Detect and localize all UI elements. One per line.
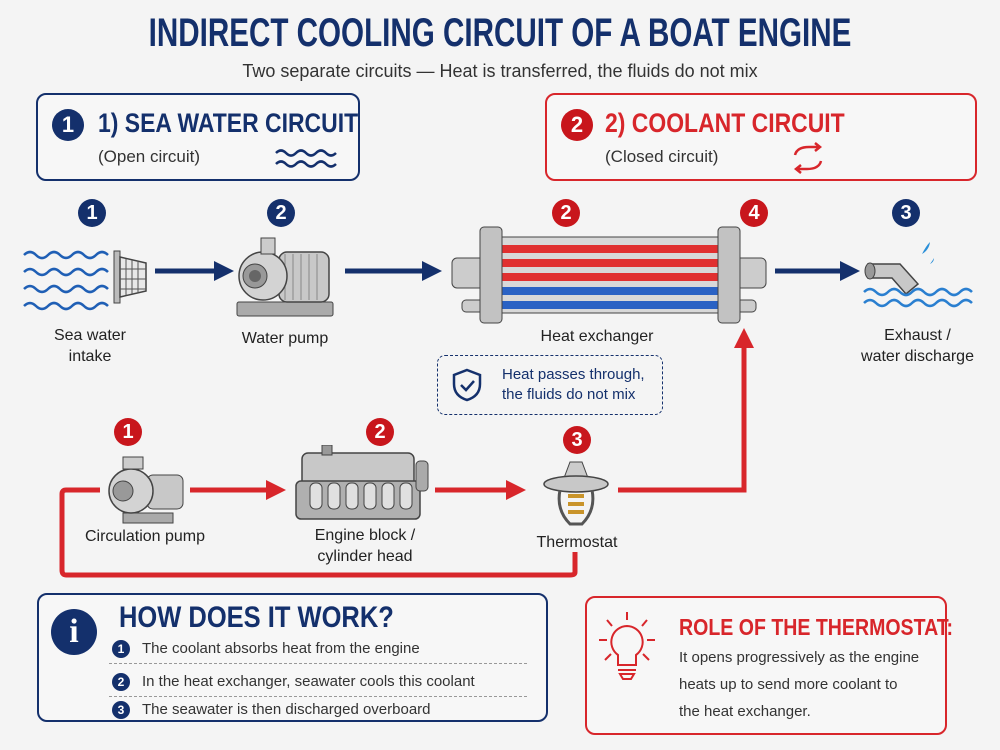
step-number: 1 xyxy=(112,640,130,658)
label-line: Sea water xyxy=(53,327,127,344)
circuit-heading: 2) COOLANT CIRCUIT xyxy=(605,108,845,138)
circulation-pump-icon xyxy=(108,456,184,524)
role-heading: ROLE OF THE THERMOSTAT: xyxy=(679,614,954,640)
thermostat-icon xyxy=(543,461,609,526)
note-text: Heat passes through, the fluids do not mi… xyxy=(502,365,645,405)
label-line: Engine block / xyxy=(314,527,416,544)
step-number: 2 xyxy=(112,673,130,691)
label-line: intake xyxy=(68,348,112,365)
step-badge: 1 xyxy=(114,418,142,446)
note-line: the fluids do not mix xyxy=(502,386,636,403)
how-step: The seawater is then discharged overboar… xyxy=(142,701,431,718)
thermostat-role-box: ROLE OF THE THERMOSTAT: It opens progres… xyxy=(585,596,953,735)
engine-block-label: Engine block / cylinder head xyxy=(295,525,435,567)
step-badge: 3 xyxy=(563,426,591,454)
water-pump-label: Water pump xyxy=(241,330,329,347)
page-subtitle: Two separate circuits — Heat is transfer… xyxy=(242,61,758,81)
exhaust-label: Exhaust / water discharge xyxy=(845,325,990,367)
label-line: water discharge xyxy=(861,348,974,365)
how-it-works-box: i HOW DOES IT WORK? 1 The coolant absorb… xyxy=(37,593,548,722)
page-title: INDIRECT COOLING CIRCUIT OF A BOAT ENGIN… xyxy=(148,11,852,55)
heat-exchanger-icon xyxy=(451,226,767,324)
engine-block-icon xyxy=(295,445,429,520)
coolant-return-line xyxy=(59,487,578,578)
label-line: Exhaust / xyxy=(884,327,951,344)
step-badge: 1 xyxy=(78,199,106,227)
step-badge: 2 xyxy=(267,199,295,227)
circuit-badge: 2 xyxy=(561,109,593,141)
how-step: The coolant absorbs heat from the engine xyxy=(142,640,420,657)
how-step: In the heat exchanger, seawater cools th… xyxy=(142,673,475,690)
role-line: heats up to send more coolant to xyxy=(679,676,898,693)
step-badge: 2 xyxy=(366,418,394,446)
circuit-subtitle: (Closed circuit) xyxy=(605,147,719,166)
circuit-heading: 1) SEA WATER CIRCUIT xyxy=(98,108,359,138)
step-number: 3 xyxy=(112,701,130,719)
divider xyxy=(109,696,527,697)
circulation-pump-label: Circulation pump xyxy=(84,528,206,545)
thermostat-label: Thermostat xyxy=(536,534,618,551)
note-box: Heat passes through, the fluids do not mi… xyxy=(437,355,663,415)
step-badge: 4 xyxy=(740,199,768,227)
step-badge: 2 xyxy=(552,199,580,227)
info-icon: i xyxy=(51,609,97,655)
coolant-circuit-box: 2 2) COOLANT CIRCUIT (Closed circuit) xyxy=(545,93,977,181)
lightbulb-icon xyxy=(599,612,655,680)
exhaust-discharge-icon xyxy=(863,242,973,308)
label-line: cylinder head xyxy=(317,548,413,565)
role-line: the heat exchanger. xyxy=(679,703,811,720)
divider xyxy=(109,663,527,664)
circuit-badge: 1 xyxy=(52,109,84,141)
arrow-thermostat-to-exchanger xyxy=(618,328,754,493)
step-badge: 3 xyxy=(892,199,920,227)
waves-icon xyxy=(275,149,337,168)
how-heading: HOW DOES IT WORK? xyxy=(119,601,394,634)
sea-water-circuit-box: 1 1) SEA WATER CIRCUIT (Open circuit) xyxy=(36,93,360,181)
water-pump-icon xyxy=(236,237,334,317)
circuit-subtitle: (Open circuit) xyxy=(98,147,201,166)
shield-check-icon xyxy=(452,368,482,402)
role-text: It opens progressively as the engine heat… xyxy=(679,644,919,725)
loop-arrows-icon xyxy=(793,142,823,174)
role-line: It opens progressively as the engine xyxy=(679,649,920,666)
note-line: Heat passes through, xyxy=(502,366,645,383)
sea-water-intake-icon xyxy=(23,250,147,311)
heat-exchanger-label: Heat exchanger xyxy=(540,328,654,345)
sea-water-intake-label: Sea water intake xyxy=(30,325,150,367)
